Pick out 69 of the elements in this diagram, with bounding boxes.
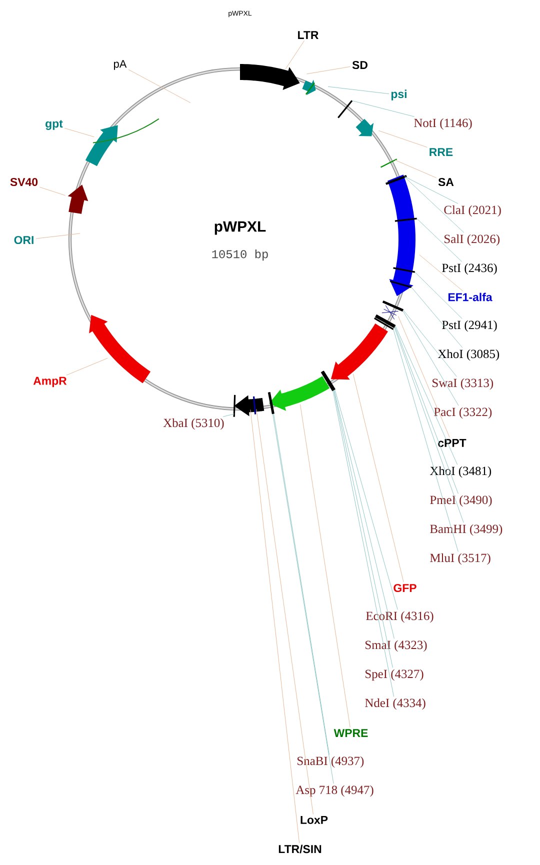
feature-label: cPPT [438, 439, 466, 447]
plasmid-name: pWPXL [214, 221, 266, 235]
restriction-site-label: SnaBI (4937) [298, 756, 364, 768]
feature-label: LoxP [300, 816, 328, 824]
leader-line [378, 130, 428, 148]
feature-label: GFP [394, 584, 416, 592]
restriction-site-label: SmaI (4323) [366, 640, 427, 652]
feature-label: RRE [430, 148, 453, 156]
leader-line [403, 310, 457, 377]
restriction-site-label: SalI (2026) [444, 234, 500, 246]
feature-label: ORI [14, 236, 34, 244]
feature-label: AmpR [33, 376, 67, 388]
leader-line [404, 176, 458, 204]
leader-line [394, 327, 464, 523]
leader-line [128, 69, 191, 103]
leader-line [395, 326, 458, 465]
restriction-site-label: XbaI (5310) [163, 418, 224, 430]
leader-line [64, 128, 94, 138]
leader-line [256, 408, 314, 815]
leader-line [285, 40, 305, 70]
restriction-site-label: SpeI (4327) [366, 669, 424, 681]
leader-line [352, 100, 415, 117]
leader-line [414, 272, 462, 319]
restriction-site-label: XhoI (3481) [430, 466, 492, 478]
leader-line [273, 414, 330, 755]
leader-line [419, 254, 464, 292]
restriction-site-label: PmeI (3490) [430, 495, 492, 507]
leader-line [394, 326, 458, 494]
feature-label: psi [391, 90, 406, 100]
leader-line [36, 233, 80, 239]
leader-line [66, 358, 108, 376]
plasmid-size: 10510 bp [212, 249, 268, 261]
leader-line [352, 374, 404, 582]
leader-line [393, 329, 458, 552]
leader-line [411, 286, 463, 348]
feature-label: SD [352, 60, 368, 70]
leader-line [328, 86, 390, 94]
restriction-site-label: PstI (2436) [442, 263, 497, 275]
leader-line [402, 310, 459, 406]
leader-line [394, 160, 437, 178]
leader-line [272, 414, 334, 784]
leader-line [398, 316, 450, 438]
leader-line [39, 186, 66, 196]
restriction-site-label: MluI (3517) [430, 553, 490, 565]
leader-line [334, 389, 398, 610]
feature-label: WPRE [334, 729, 368, 737]
restriction-site-label: NotI (1146) [414, 118, 472, 130]
feature-label: SA [438, 178, 454, 186]
leader-line [306, 66, 351, 74]
leader-line [222, 414, 234, 417]
leader-line [404, 176, 464, 233]
feature-label: gpt [46, 120, 63, 130]
restriction-site-label: ClaI (2021) [444, 205, 501, 217]
restriction-site-label: BamHI (3499) [430, 524, 502, 536]
restriction-site-label: Asp 718 (4947) [296, 785, 374, 797]
feature-label: LTR/SIN [278, 844, 322, 854]
restriction-site-label: XhoI (3085) [438, 349, 500, 361]
feature-label: LTR [298, 31, 318, 39]
feature-label: SV40 [10, 178, 38, 186]
restriction-site-label: NdeI (4334) [365, 698, 426, 710]
restriction-site-label: EcoRI (4316) [366, 611, 434, 623]
restriction-site-label: PstI (2941) [442, 320, 497, 332]
leader-line [416, 218, 462, 262]
leader-line [250, 409, 300, 844]
restriction-site-label: PacI (3322) [434, 407, 492, 419]
restriction-site-label: SwaI (3313) [432, 378, 494, 390]
feature-label: pA [114, 60, 127, 70]
leader-line [300, 404, 350, 728]
feature-label: EF1-alfa [448, 292, 492, 302]
